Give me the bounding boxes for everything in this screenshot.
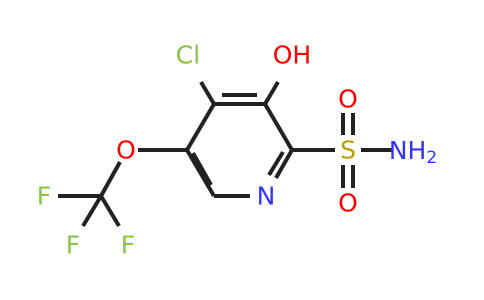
fluorine-left-label: F [37,182,51,211]
amine-label: NH2 [389,136,437,169]
hydroxyl-label: OH [273,41,311,70]
bond-c6-c5 [185,148,216,198]
bond-c-f-bottom-left [81,194,103,228]
pyridine-ring [185,93,294,198]
chlorine-label: Cl [176,41,200,70]
bond-c-f-bottom-right [99,194,121,228]
bond-c4-cl [199,80,216,106]
amine-subscript: 2 [426,148,437,168]
fluorine-bottom-right-label: F [121,231,135,260]
ether-oxygen-label: O [116,136,136,165]
amine-nh: NH [389,136,427,165]
bond-c5-c4 [185,102,216,152]
sulfur-label: S [340,136,356,165]
substituent-bonds [58,80,392,228]
bond-c3-o [263,80,280,106]
pyridine-nitrogen-label: N [257,182,276,211]
sulfonyl-oxygen-top-label: O [338,85,358,114]
sulfonyl-oxygen-bottom-label: O [338,189,358,218]
bond-c3-c2 [263,102,294,152]
atom-labels: Cl OH O S O O NH2 N F F F [37,41,437,260]
bond-c6-c5-inner [191,152,213,186]
bond-c2-n [274,149,294,179]
bond-o-cf3 [99,161,122,197]
fluorine-bottom-left-label: F [66,231,80,260]
bond-c2-n-inner [267,150,285,177]
